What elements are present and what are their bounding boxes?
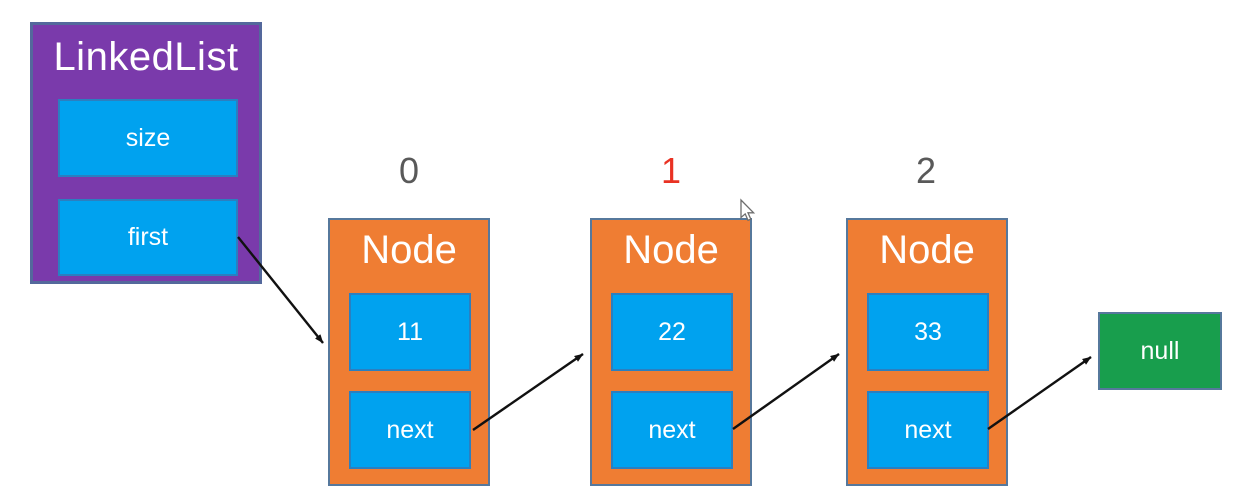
linkedlist-box: LinkedList size first (30, 22, 262, 284)
node-1-next-cell: next (611, 391, 733, 469)
node-1-title: Node (623, 228, 719, 272)
linkedlist-field-first-label: first (127, 223, 169, 251)
node-2: Node 33 next (846, 218, 1008, 486)
linkedlist-field-first: first (58, 199, 238, 276)
null-label: null (1140, 336, 1180, 365)
node-2-value: 33 (914, 317, 942, 346)
node-1-next-label: next (648, 415, 696, 444)
null-box: null (1098, 312, 1222, 390)
index-label-0: 0 (398, 150, 420, 191)
index-label-1: 1 (660, 150, 682, 191)
node-2-title: Node (879, 228, 975, 272)
node-0-next-label: next (386, 415, 434, 444)
node-2-value-cell: 33 (867, 293, 989, 371)
node-0-title: Node (361, 228, 457, 272)
node-0: Node 11 next (328, 218, 490, 486)
node-0-next-cell: next (349, 391, 471, 469)
linkedlist-title: LinkedList (53, 35, 239, 79)
node-2-next-label: next (904, 415, 952, 444)
node-0-value-cell: 11 (349, 293, 471, 371)
index-label-2: 2 (915, 150, 937, 191)
node-1: Node 22 next (590, 218, 752, 486)
node-1-value-cell: 22 (611, 293, 733, 371)
node-2-next-cell: next (867, 391, 989, 469)
linkedlist-field-size: size (58, 99, 238, 177)
linkedlist-field-size-label: size (125, 123, 171, 152)
node-1-value: 22 (658, 317, 686, 346)
node-0-value: 11 (397, 317, 423, 346)
